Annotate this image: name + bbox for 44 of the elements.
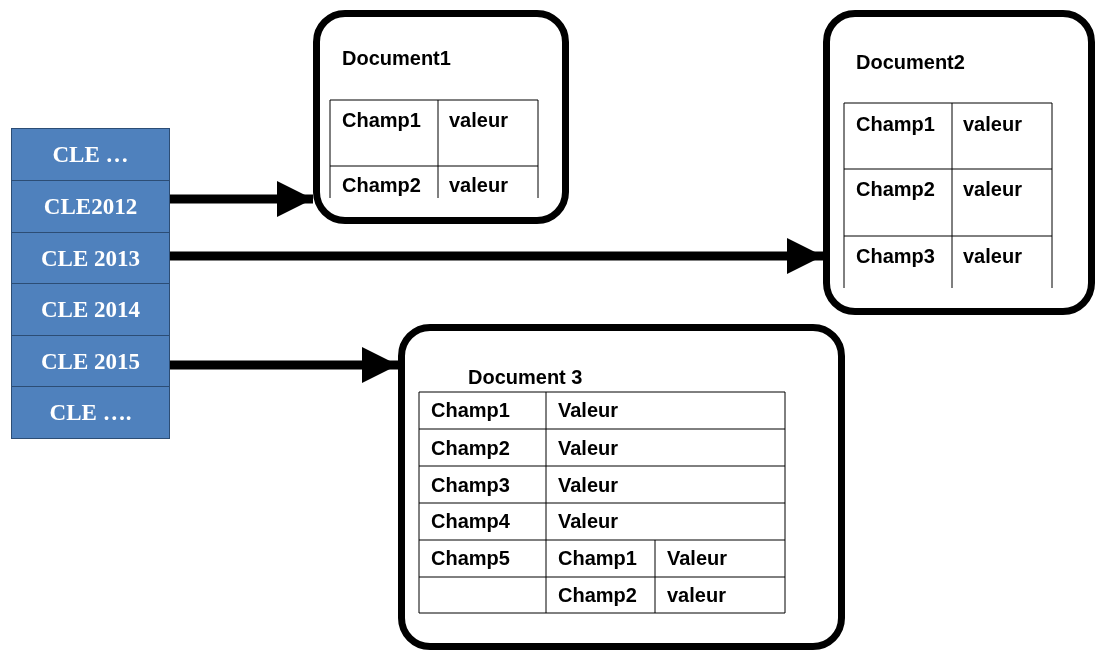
field-name: Champ3: [431, 473, 510, 497]
field-name: Champ5: [431, 546, 510, 570]
field-name: Champ2: [431, 436, 510, 460]
field-name: Champ2: [558, 583, 637, 607]
field-value: valeur: [963, 177, 1022, 201]
document-title: Document2: [856, 51, 965, 74]
field-value: Valeur: [558, 398, 619, 422]
key-text: CLE …: [52, 141, 129, 168]
field-name: Champ2: [342, 173, 421, 197]
key-cell: [11, 232, 170, 285]
field-name: Champ1: [431, 398, 510, 422]
document-card: [823, 10, 1095, 315]
key-cell: [11, 386, 170, 439]
field-value: Valeur: [558, 436, 619, 460]
field-value: valeur: [963, 244, 1022, 268]
arrow: [170, 238, 823, 274]
key-cell: [11, 335, 170, 388]
key-cell: [11, 283, 170, 336]
field-name: Champ1: [342, 108, 421, 132]
field-name: Champ3: [856, 244, 935, 268]
field-value: Valeur: [558, 473, 619, 497]
field-value: valeur: [449, 108, 508, 132]
field-name: Champ1: [558, 546, 637, 570]
key-text: CLE 2013: [40, 245, 140, 272]
document-card: [398, 324, 845, 650]
key-text: CLE 2014: [40, 296, 140, 323]
field-value: Valeur: [558, 509, 619, 533]
key-cell: [11, 180, 170, 233]
key-text: CLE2012: [43, 193, 138, 220]
field-value: valeur: [667, 583, 726, 607]
key-text: CLE 2015: [40, 348, 140, 375]
document-card: [313, 10, 569, 224]
field-value: Valeur: [667, 546, 728, 570]
arrow: [170, 347, 398, 383]
key-text: CLE ….: [49, 399, 132, 426]
field-name: Champ2: [856, 177, 935, 201]
field-value: valeur: [963, 112, 1022, 136]
document-title: Document1: [342, 47, 451, 70]
field-name: Champ1: [856, 112, 935, 136]
key-cell: [11, 128, 170, 181]
arrow: [170, 181, 313, 217]
document-title: Document 3: [468, 366, 583, 389]
field-value: valeur: [449, 173, 508, 197]
field-name: Champ4: [431, 509, 510, 533]
